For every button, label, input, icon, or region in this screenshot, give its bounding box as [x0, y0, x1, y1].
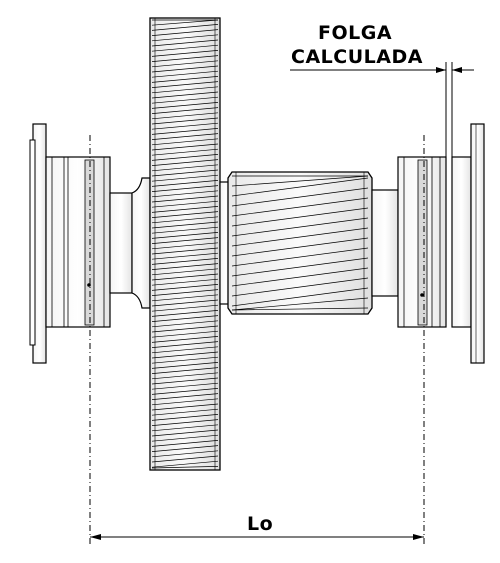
helical-gear [149, 17, 221, 471]
clearance-label-line1: FOLGA [318, 22, 393, 44]
length-label: Lo [247, 513, 274, 535]
left-end-flange [29, 123, 47, 364]
left-shaft-section [109, 177, 151, 309]
clearance-label-line2: CALCULADA [291, 46, 423, 68]
helical-pinion [227, 171, 373, 315]
right-shaft-section [371, 189, 399, 297]
right-bearing [397, 156, 447, 328]
right-end-flange [451, 123, 485, 364]
length-dimension [89, 135, 425, 545]
clearance-dimension [290, 62, 474, 157]
left-bearing [45, 156, 111, 328]
